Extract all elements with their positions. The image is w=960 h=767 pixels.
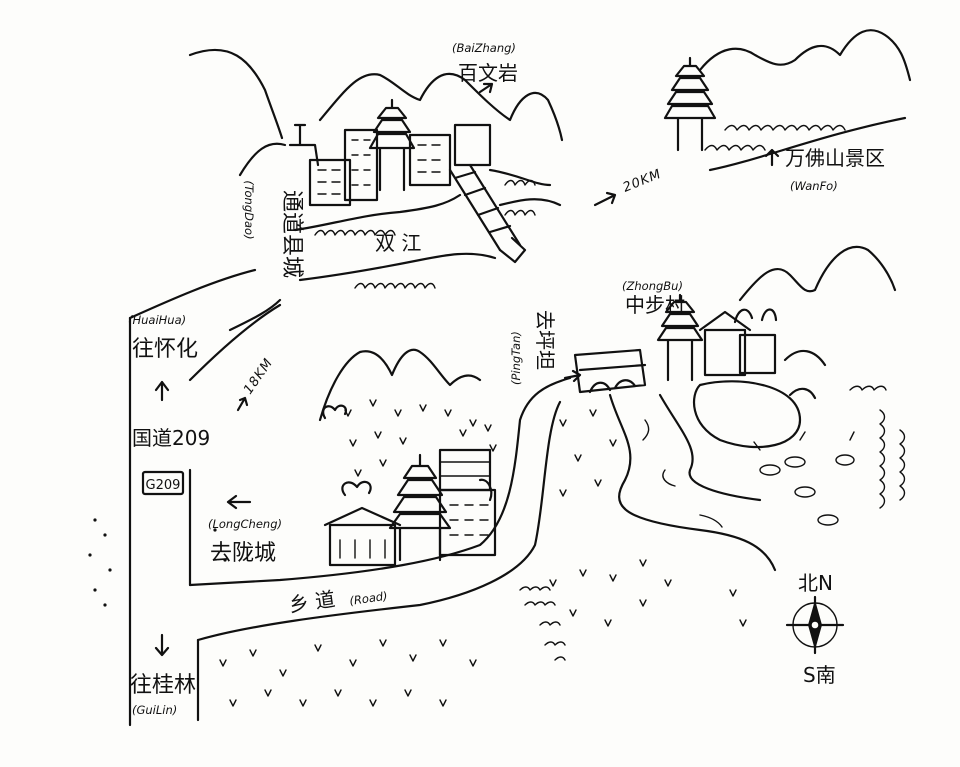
g209-badge-text: G209 — [146, 478, 181, 493]
mountain-icon — [238, 142, 287, 177]
tree-icon — [899, 429, 906, 501]
mountains-top — [188, 29, 912, 422]
tree-icon — [753, 431, 855, 526]
g209-badge: G209 — [141, 470, 185, 496]
house-icon — [308, 158, 352, 207]
river-flow — [642, 419, 723, 528]
tree-icon — [341, 480, 372, 497]
house-icon — [738, 333, 777, 375]
mountain-icon — [318, 348, 482, 422]
label-pingtan-cn: 去坪坦 — [533, 310, 557, 370]
label-longcheng-en: (LongCheng) — [208, 517, 282, 531]
label-huaihua-en: (HuaiHua) — [128, 313, 186, 327]
river-bank — [708, 116, 907, 172]
tree-icon — [849, 385, 887, 391]
tongdao-town — [288, 98, 562, 289]
label-wanfo-en: (WanFo) — [790, 179, 838, 193]
arrow-icon — [764, 148, 780, 167]
label-zhongbu-en: (ZhongBu) — [622, 279, 683, 293]
river-bank — [488, 168, 562, 207]
mountain-icon — [698, 29, 912, 82]
mountain-icon — [318, 72, 564, 142]
zhongbu-village — [573, 293, 906, 572]
label-road-en: (Road) — [348, 589, 388, 608]
tree-icon — [704, 144, 766, 151]
wanfo-area — [663, 56, 907, 172]
label-zhongbu-cn: 中步村 — [625, 293, 685, 317]
village-road-lower — [196, 400, 562, 642]
tree-icon — [733, 308, 778, 324]
bridge-icon — [573, 348, 647, 394]
house-icon — [323, 506, 402, 527]
house-icon — [438, 488, 497, 557]
bridge-icon — [448, 163, 527, 264]
field-marks — [88, 399, 747, 707]
label-guodao: 国道209 — [132, 426, 210, 450]
central-village — [322, 404, 497, 567]
house-icon — [698, 310, 752, 332]
river-bank — [658, 393, 762, 502]
label-baizhang-cn: 百文岩 — [458, 61, 518, 85]
label-longcheng-cn: 去陇城 — [210, 541, 276, 566]
house-icon — [408, 133, 452, 187]
label-shuangjiang: 双 江 — [375, 231, 421, 255]
tree-icon — [322, 404, 347, 420]
road-to-tongdao — [228, 298, 282, 332]
pagoda-icon — [663, 56, 717, 152]
arrow-icon — [154, 380, 170, 402]
river-bank — [293, 193, 462, 232]
pagoda-icon — [656, 293, 704, 382]
label-baizhang-en: (BaiZhang) — [452, 41, 516, 55]
house-icon — [438, 448, 492, 492]
arrow-icon — [154, 633, 170, 657]
compass-north-label: 北N — [798, 571, 833, 595]
arrow-icon — [236, 396, 249, 412]
river-bank — [608, 393, 777, 572]
label-guilin-en: (GuiLin) — [132, 703, 177, 717]
label-road-cn: 乡 道 — [287, 587, 336, 617]
tree-icon — [314, 229, 396, 236]
pagoda-icon — [368, 98, 416, 192]
mountain-icon — [738, 245, 897, 302]
arrow-icon — [593, 191, 617, 207]
river-bank — [298, 252, 497, 282]
label-tongdao-en: (TongDao) — [242, 180, 256, 239]
label-pingtan-en: (PingTan) — [509, 331, 523, 385]
house-icon — [453, 123, 492, 167]
house-icon — [328, 523, 397, 567]
map-labels: (BaiZhang) 百文岩 (TongDao) 通道县城 双 江 万佛山景区 … — [128, 41, 885, 717]
dots — [88, 518, 227, 607]
mountain-icon — [188, 48, 284, 140]
highway-to-tongdao-inner — [188, 303, 282, 382]
label-huaihua-cn: 往怀化 — [132, 337, 198, 362]
arrow-icon — [563, 369, 582, 383]
mountain-icon — [783, 349, 827, 400]
tree-icon — [478, 478, 493, 502]
pond — [692, 380, 802, 449]
tree-icon — [519, 586, 566, 661]
house-icon — [288, 123, 320, 167]
tree-icon — [504, 179, 536, 216]
house-icon — [343, 128, 379, 202]
label-guilin-cn: 往桂林 — [130, 673, 196, 698]
tree-icon — [354, 282, 436, 289]
label-tongdao-cn: 通道县城 — [279, 190, 304, 278]
tree-icon — [879, 409, 886, 509]
label-dist-wanfo: 20KM — [621, 167, 664, 196]
highway-g209-right-edge — [188, 468, 200, 722]
direction-arrows — [154, 82, 617, 657]
highway-to-tongdao — [128, 268, 257, 320]
compass-south-label: S南 — [803, 663, 836, 687]
rice-sprouts — [219, 399, 747, 707]
label-wanfo-cn: 万佛山景区 — [785, 146, 885, 170]
arrow-icon — [478, 82, 494, 94]
label-dist-huaihua: 18KM — [241, 356, 276, 398]
tree-icon — [724, 124, 846, 131]
arrow-icon — [226, 494, 252, 510]
house-icon — [703, 328, 747, 377]
compass-icon — [785, 595, 845, 655]
